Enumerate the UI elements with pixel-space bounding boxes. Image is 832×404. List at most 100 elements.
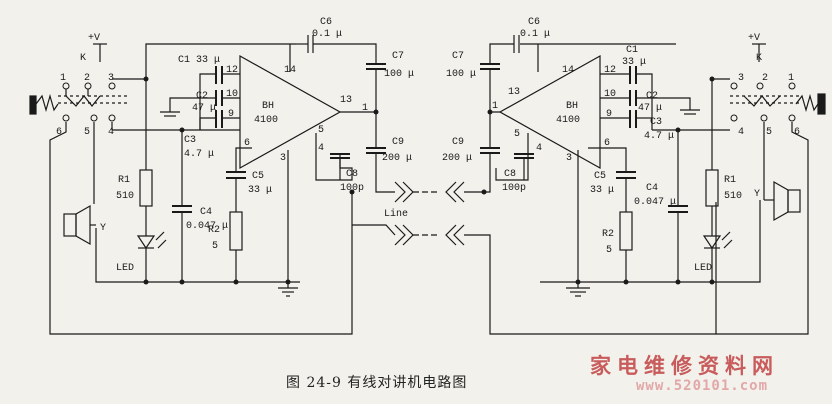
right-c2-label: C2	[646, 91, 658, 102]
left-r2-value: 5	[212, 241, 218, 252]
right-c1-value: 33 μ	[622, 57, 646, 68]
left-c2-value: 47 μ	[192, 103, 216, 114]
right-ic-pin-1: 1	[492, 101, 498, 112]
left-speaker-label: Y	[100, 223, 106, 234]
right-c4-value: 0.047 μ	[634, 197, 676, 208]
junction-dots	[143, 76, 715, 285]
left-ic-pin-10: 10	[226, 89, 238, 100]
watermark-text: 家电维修资料网	[590, 354, 779, 378]
left-r1-resistor	[139, 169, 153, 207]
right-ic-pin-10: 10	[604, 89, 616, 100]
left-r1-value: 510	[116, 191, 134, 202]
left-c5-value: 33 μ	[248, 185, 272, 196]
right-ic-pin-12: 12	[604, 65, 616, 76]
figure-caption: 图 24-9 有线对讲机电路图	[286, 375, 468, 391]
right-c8-value: 100p	[502, 183, 526, 194]
left-switch-label: K	[80, 53, 86, 64]
left-pin-3: 3	[108, 73, 114, 84]
right-switch-label: K	[756, 53, 762, 64]
right-pin-1: 1	[788, 73, 794, 84]
right-pin-3: 3	[738, 73, 744, 84]
right-ic-name: BH	[566, 101, 578, 112]
left-ic-pin-12: 12	[226, 65, 238, 76]
left-ic-bh4100	[239, 54, 342, 170]
left-c1-label: C1	[178, 55, 190, 66]
left-c9-label: C9	[392, 137, 404, 148]
right-c3-value: 4.7 μ	[644, 131, 674, 142]
left-c8-value: 100p	[340, 183, 364, 194]
left-unit	[29, 35, 395, 335]
right-ic-part: 4100	[556, 115, 580, 126]
left-ic-pin-3: 3	[280, 153, 286, 164]
left-handset-zigzag	[35, 93, 59, 113]
right-c8-label: C8	[504, 169, 516, 180]
right-ic-pin-4: 4	[536, 143, 542, 154]
right-pin-4: 4	[738, 127, 744, 138]
line-connection	[352, 181, 717, 335]
right-r2-resistor	[619, 211, 633, 251]
left-led-diode	[136, 235, 156, 250]
left-c3-value: 4.7 μ	[184, 149, 214, 160]
right-ic-bh4100	[498, 54, 601, 170]
right-r2-label: R2	[602, 229, 614, 240]
right-ic-pin-13: 13	[508, 87, 520, 98]
right-speaker	[787, 189, 801, 213]
left-ic-part: 4100	[254, 115, 278, 126]
right-pin-6: 6	[794, 127, 800, 138]
left-c4-value: 0.047 μ	[186, 221, 228, 232]
right-led-diode	[702, 235, 722, 250]
right-c4-label: C4	[646, 183, 658, 194]
left-c6-label: C6	[320, 17, 332, 28]
right-c7-label: C7	[452, 51, 464, 62]
left-c9-value: 200 μ	[382, 153, 412, 164]
left-c7-label: C7	[392, 51, 404, 62]
left-r2-resistor	[229, 211, 243, 251]
left-pin-6: 6	[56, 127, 62, 138]
right-r2-value: 5	[606, 245, 612, 256]
left-pin-1: 1	[60, 73, 66, 84]
left-ic-pin-5: 5	[318, 125, 324, 136]
left-ic-pin-6: 6	[244, 138, 250, 149]
right-ic-pin-5: 5	[514, 129, 520, 140]
left-c1-value: 33 μ	[196, 55, 220, 66]
left-top-rail	[145, 43, 296, 79]
left-c2-label: C2	[196, 91, 208, 102]
left-supply-label: +V	[88, 33, 100, 44]
right-c7-value: 100 μ	[446, 69, 476, 80]
left-ic-name: BH	[262, 101, 274, 112]
left-ic-pin-9: 9	[228, 109, 234, 120]
left-ic-pin-13: 13	[340, 95, 352, 106]
right-unit	[480, 35, 826, 335]
right-c9-value: 200 μ	[442, 153, 472, 164]
right-c1-label: C1	[626, 45, 638, 56]
right-pin-5: 5	[766, 127, 772, 138]
right-handset-plug	[817, 93, 826, 115]
watermark-site: www.520101.com	[636, 378, 769, 394]
right-handset-zigzag	[795, 93, 819, 113]
left-r1-label: R1	[118, 175, 130, 186]
left-speaker	[63, 213, 77, 237]
right-r1-label: R1	[724, 175, 736, 186]
switch-contacts	[62, 82, 796, 122]
right-r1-resistor	[705, 169, 719, 207]
right-c5-value: 33 μ	[590, 185, 614, 196]
right-led-label: LED	[694, 263, 712, 274]
right-c6-value: 0.1 μ	[520, 29, 550, 40]
left-r2-label: R2	[208, 225, 220, 236]
left-led-label: LED	[116, 263, 134, 274]
right-r1-value: 510	[724, 191, 742, 202]
left-ic-pin-4: 4	[318, 143, 324, 154]
left-pin-2: 2	[84, 73, 90, 84]
left-ic-pin-1: 1	[362, 103, 368, 114]
line-label: Line	[384, 208, 408, 220]
right-speaker-label: Y	[754, 189, 760, 200]
right-ic-pin-6: 6	[604, 138, 610, 149]
right-c2-value: 47 μ	[638, 103, 662, 114]
right-c5-label: C5	[594, 171, 606, 182]
left-c4-label: C4	[200, 207, 212, 218]
left-c7-value: 100 μ	[384, 69, 414, 80]
left-c5-label: C5	[252, 171, 264, 182]
left-c3-label: C3	[184, 135, 196, 146]
